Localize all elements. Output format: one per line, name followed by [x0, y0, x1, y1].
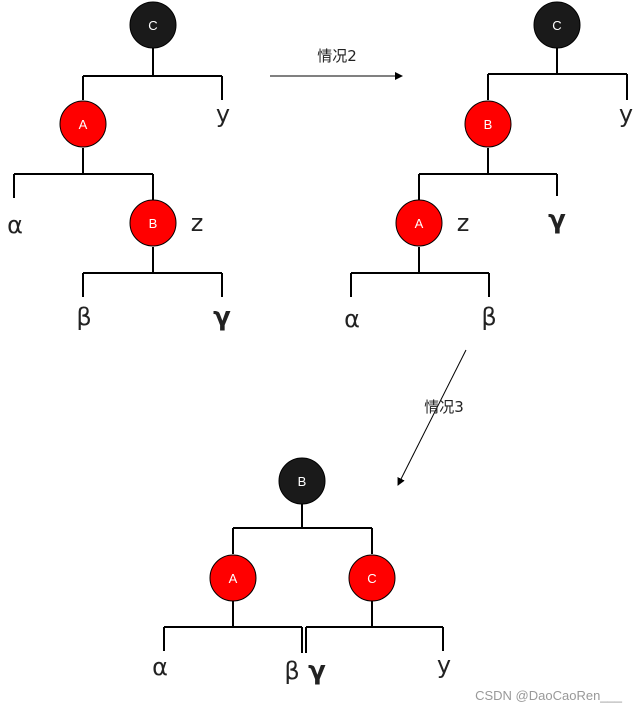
tree1-leaf-gamma: γ	[213, 302, 231, 332]
tree2-node-c-label: C	[552, 18, 561, 33]
tree3-node-a-label: A	[229, 571, 238, 586]
tree1-node-b-label: B	[149, 216, 158, 231]
tree1-leaf-beta: β	[76, 303, 91, 331]
tree3-leaf-alpha: α	[152, 653, 168, 681]
tree2-node-b-label: B	[484, 117, 493, 132]
tree1-node-b	[129, 199, 177, 247]
tree1-connector-b	[82, 247, 223, 297]
tree3-node-b	[278, 457, 326, 505]
tree2-tag-z: z	[457, 209, 470, 237]
tree1-node-a-label: A	[79, 117, 88, 132]
tree1-node-a	[59, 100, 107, 148]
tree3-connector-c	[305, 601, 444, 653]
tree1-leaf-y: y	[216, 100, 230, 128]
tree2-leaf-alpha: α	[344, 305, 360, 333]
tree3-node-a	[209, 554, 257, 602]
tree1-leaf-alpha: α	[7, 211, 23, 239]
tree3-node-c-label: C	[367, 571, 376, 586]
tree2-connector-b	[418, 148, 558, 200]
tree1-tag-z: z	[191, 209, 204, 237]
tree3-node-b-label: B	[298, 474, 307, 489]
arrow-case-3: 情况3	[397, 349, 467, 486]
tree2-leaf-gamma: γ	[548, 205, 566, 235]
tree-3: B A C α β γ y	[152, 457, 451, 686]
tree1-connector-c	[82, 48, 223, 100]
tree3-leaf-gamma: γ	[308, 656, 326, 686]
arrow-case-3-line	[397, 349, 467, 486]
arrow-case-2-label: 情况2	[317, 47, 357, 65]
tree2-leaf-y: y	[619, 100, 633, 128]
tree1-node-c-label: C	[148, 18, 157, 33]
arrow-case-2: 情况2	[270, 47, 403, 80]
tree3-leaf-beta: β	[284, 657, 299, 685]
tree3-connector-a	[163, 601, 303, 653]
tree3-connector-b	[232, 504, 373, 554]
tree1-connector-a	[13, 148, 154, 200]
tree-2: C B A y γ z α β	[344, 1, 633, 333]
tree2-node-b	[464, 100, 512, 148]
tree-1: C A B y α z β γ	[7, 1, 231, 332]
tree2-leaf-beta: β	[481, 303, 496, 331]
tree3-leaf-y: y	[437, 651, 451, 679]
tree1-node-c	[129, 1, 177, 49]
tree2-node-c	[533, 1, 581, 49]
tree2-connector-a	[350, 247, 490, 297]
tree2-connector-c	[487, 48, 628, 100]
tree2-node-a-label: A	[415, 216, 424, 231]
tree2-node-a	[395, 199, 443, 247]
watermark: CSDN @DaoCaoRen___	[475, 688, 623, 703]
arrow-case-3-label: 情况3	[424, 398, 464, 416]
tree3-node-c	[348, 554, 396, 602]
